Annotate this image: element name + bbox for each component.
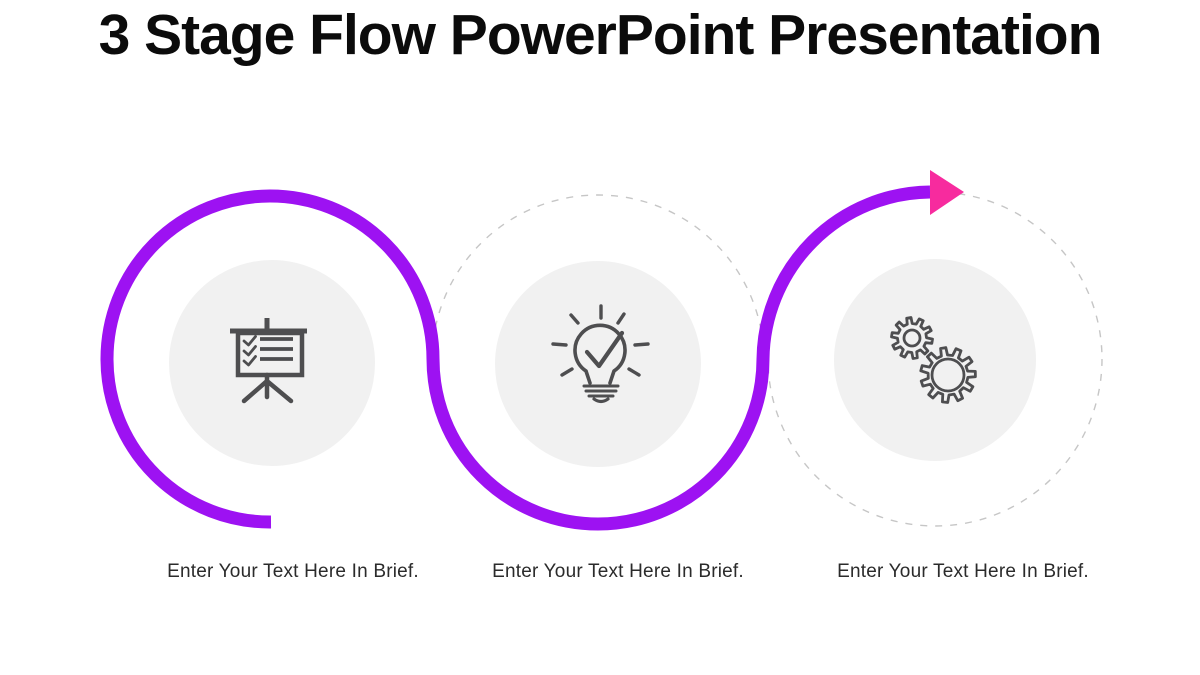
stage1-caption: Enter Your Text Here In Brief. (167, 561, 419, 582)
large-gear-hole (930, 357, 966, 393)
easel-checkmarks (242, 335, 257, 367)
stage1-circle (169, 260, 375, 466)
bulb-body (573, 323, 627, 385)
easel-text-lines (260, 337, 293, 361)
stage3-circle (834, 259, 1036, 461)
easel-tripod (241, 372, 294, 404)
bulb-checkmark (584, 330, 625, 369)
bulb-base (592, 397, 610, 404)
slide-title: 3 Stage Flow PowerPoint Presentation (98, 3, 1103, 67)
easel-board (235, 330, 305, 378)
small-gear-hole (902, 328, 922, 348)
stage3-caption: Enter Your Text Here In Brief. (837, 561, 1089, 582)
bulb-threads (582, 384, 620, 398)
stage2-caption: Enter Your Text Here In Brief. (492, 561, 744, 582)
bulb-rays (551, 304, 650, 377)
small-gear-outline (890, 316, 934, 360)
large-gear-outline (919, 346, 977, 404)
lightbulb-check-icon (551, 304, 650, 404)
flow-curve (100, 185, 931, 531)
presentation-board-icon (230, 318, 307, 404)
gears-icon (890, 316, 977, 404)
flow-arrowhead-icon (930, 170, 964, 215)
